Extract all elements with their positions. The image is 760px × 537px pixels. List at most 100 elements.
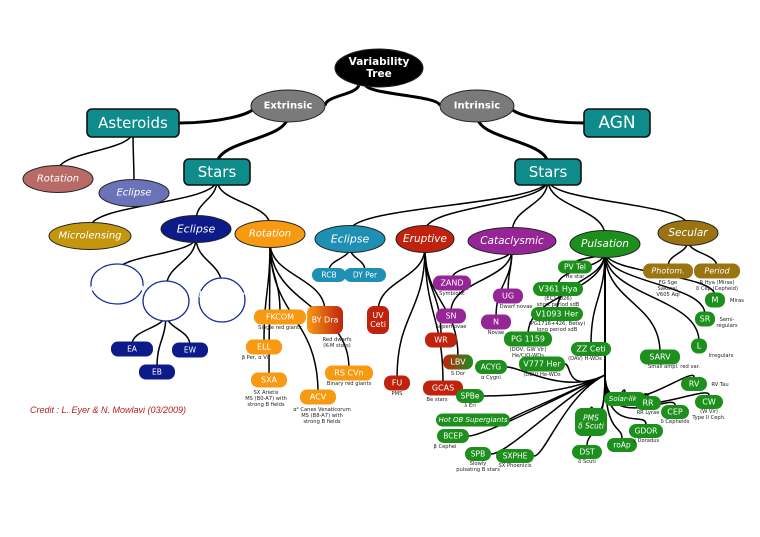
- node-stars_int[interactable]: Stars: [514, 158, 582, 186]
- node-eb[interactable]: EB: [139, 364, 175, 380]
- node-caption: δ Scuti: [578, 459, 596, 465]
- node-caption: regulars: [716, 323, 738, 329]
- node-caption: He star: [566, 274, 586, 280]
- node-v361hya[interactable]: V361 Hya(EC14026)short period sdB: [533, 282, 583, 308]
- node-caption: (DBV) He-WDs: [523, 372, 561, 378]
- node-label: SR: [700, 315, 711, 324]
- node-extrinsic[interactable]: Extrinsic: [250, 89, 326, 123]
- node-label: GDOR: [635, 427, 658, 436]
- edge-intrinsic-stars_int: [475, 115, 550, 165]
- node-label-line2: δ Scuti: [578, 422, 605, 431]
- node-shape: [300, 389, 336, 405]
- node-roap[interactable]: roAp: [607, 438, 637, 452]
- node-asteroids[interactable]: Asteroids: [86, 108, 180, 138]
- node-caption: SX Arietis: [254, 390, 279, 396]
- node-rcb[interactable]: RCB: [312, 268, 346, 282]
- node-shape: [504, 331, 552, 347]
- node-v1093her[interactable]: V1093 Her(PG1716+426, Betsy)long period …: [529, 307, 586, 333]
- node-shape: [496, 449, 534, 463]
- node-eruptive[interactable]: Eruptive: [395, 225, 455, 253]
- node-shape: [250, 89, 326, 123]
- node-label: Variability: [349, 56, 410, 68]
- node-label: Eclipsing: [145, 291, 188, 301]
- node-microlensing[interactable]: Microlensing: [48, 222, 132, 250]
- node-label: Cataclysmic: [480, 235, 544, 247]
- node-ew[interactable]: EW: [172, 342, 208, 358]
- node-eclipse_int[interactable]: Eclipse: [314, 225, 386, 253]
- node-dyper[interactable]: DY Per: [344, 268, 386, 282]
- node-label: Asteroid: [96, 274, 138, 284]
- node-label: EA: [127, 345, 138, 354]
- credit-text: Credit : L. Eyer & N. Mowlavi (03/2009): [30, 405, 186, 415]
- node-caption: long period sdB: [537, 327, 578, 333]
- node-rotation[interactable]: Rotation: [234, 220, 306, 248]
- node-pulsation[interactable]: Pulsation: [569, 230, 641, 258]
- node-cw[interactable]: CW(W Vir)Type II Ceph.: [691, 395, 726, 421]
- node-cataclysmic[interactable]: Cataclysmic: [467, 227, 557, 255]
- node-caption: short period sdB: [537, 302, 580, 308]
- node-label-line2: occultation: [90, 284, 144, 294]
- node-ea[interactable]: EA: [111, 341, 153, 357]
- node-wr[interactable]: WR: [425, 332, 457, 348]
- node-v777her[interactable]: V777 Her(DBV) He-WDs: [519, 356, 565, 379]
- node-stars_ext[interactable]: Stars: [183, 158, 251, 186]
- node-shape: [640, 349, 680, 365]
- node-ast_rotation[interactable]: Rotation: [22, 165, 94, 193]
- node-caption: β Cephei: [434, 444, 457, 450]
- edge-intrinsic-agn: [508, 105, 585, 125]
- node-eclipse_ext[interactable]: Eclipse: [160, 215, 232, 243]
- node-shape: [694, 263, 740, 279]
- node-hotob[interactable]: Hot OB Supergiants: [436, 413, 510, 427]
- node-label: UV: [372, 311, 384, 320]
- node-caption: Red dwarfs: [323, 337, 352, 343]
- node-pg1159[interactable]: PG 1159(DOV, GW Vir)He/C/O-WDs: [504, 331, 552, 360]
- edge-extrinsic-asteroids: [178, 105, 257, 125]
- node-secular[interactable]: Secular: [657, 220, 719, 246]
- node-zzceti[interactable]: ZZ Ceti(DAV) H-WDs: [568, 342, 611, 362]
- node-agn[interactable]: AGN: [583, 108, 651, 138]
- node-label: SPBe: [460, 392, 479, 401]
- node-label: ZAND: [440, 279, 463, 288]
- node-caption: V605 Aql: [656, 292, 679, 298]
- node-intrinsic[interactable]: Intrinsic: [439, 89, 515, 123]
- node-shape: [312, 268, 346, 282]
- node-caption: R Hya (Miras): [699, 280, 734, 286]
- node-ast_eclipse[interactable]: Eclipse: [98, 179, 170, 207]
